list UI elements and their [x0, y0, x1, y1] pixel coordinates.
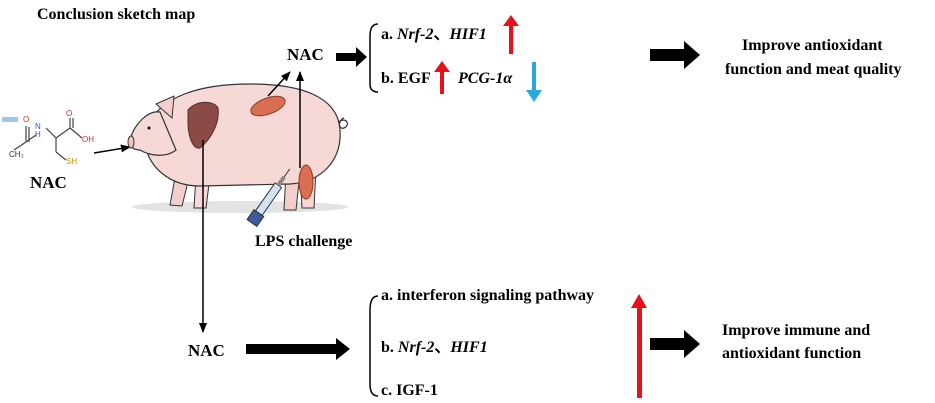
top-down-arrow-b	[526, 62, 542, 102]
top-up-arrow-b	[434, 61, 450, 94]
pig-ear	[155, 95, 175, 120]
atom-o-top: O	[66, 109, 73, 118]
syringe	[246, 168, 291, 228]
bottom-nac-bold-arrow	[246, 338, 350, 360]
top-nac-bold-arrow	[336, 47, 367, 67]
bottom-up-arrow	[631, 294, 647, 398]
pig-leg-muscle	[298, 164, 314, 200]
top-outcome-line1: Improve antioxidant	[742, 37, 883, 54]
bottom-bracket	[369, 295, 379, 397]
pig-shadow	[132, 201, 348, 213]
atom-sh: SH	[66, 157, 78, 166]
diagram-title: Conclusion sketch map	[37, 6, 196, 23]
top-bracket	[369, 23, 379, 93]
lps-challenge-label: LPS challenge	[255, 233, 353, 250]
molecule-watermark	[2, 117, 18, 122]
bottom-outcome-line1: Improve immune and	[722, 322, 871, 339]
bottom-nac-label: NAC	[188, 341, 225, 360]
muscle-to-nac-arrow-1	[267, 71, 291, 97]
top-item-b-egf: b. EGF	[381, 70, 431, 87]
atom-oh: OH	[82, 135, 94, 144]
bottom-item-a: a. interferon signaling pathway	[381, 287, 595, 304]
top-item-a: a. Nrf-2、HIF1	[381, 26, 487, 43]
nac-molecule-structure	[13, 118, 83, 161]
molecule-to-pig-arrow	[93, 144, 131, 154]
pig-back-muscle	[250, 95, 286, 117]
atom-nh: N H	[35, 122, 41, 139]
atom-ch3: CH₃	[9, 150, 24, 159]
top-outcome-line2: function and meat quality	[725, 61, 902, 78]
pig-tail	[337, 117, 348, 129]
top-result-arrow	[650, 41, 700, 69]
pig-head	[129, 111, 177, 156]
top-up-arrow-a	[503, 15, 519, 54]
bottom-item-c: c. IGF-1	[381, 382, 438, 399]
pig-liver	[187, 101, 219, 149]
pig-illustration	[127, 83, 348, 228]
bottom-result-arrow	[650, 330, 700, 358]
molecule-label: NAC	[30, 173, 67, 192]
bottom-item-b: b. Nrf-2、HIF1	[381, 339, 488, 356]
bottom-outcome-line2: antioxidant function	[722, 345, 862, 362]
top-item-b-pcg: PCG-1α	[458, 70, 513, 87]
atom-o-left: O	[23, 115, 30, 124]
top-nac-label: NAC	[287, 45, 324, 64]
pig-eye	[147, 126, 151, 130]
pig-snout	[127, 135, 135, 149]
